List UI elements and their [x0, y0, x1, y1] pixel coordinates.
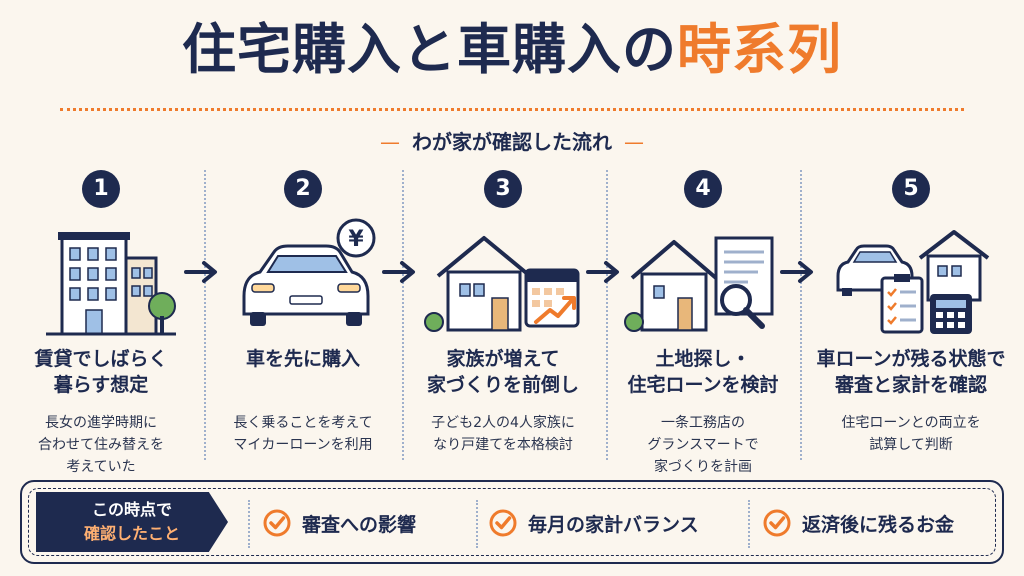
- step-number: 3: [484, 170, 522, 208]
- step-description: 長く乗ることを考えて マイカーローンを利用: [208, 412, 398, 456]
- step-separator: [402, 170, 404, 460]
- check-circle-icon: [489, 509, 517, 537]
- summary-box: この時点で 確認したこと 審査への影響 毎月の家計バランス 返済後に残るお金: [20, 480, 1004, 564]
- arrow-right-icon: [184, 261, 217, 283]
- subtitle-dash-right: —: [624, 130, 644, 154]
- summary-separator: [748, 500, 750, 548]
- step-description: 住宅ローンとの両立を 試算して判断: [806, 412, 1016, 456]
- check-item: 審査への影響: [262, 508, 416, 538]
- step-heading-line1: 家族が増えて: [446, 348, 560, 370]
- arrow-right-icon: [586, 261, 619, 283]
- step-desc-line1: 長く乗ることを考えて: [233, 415, 373, 431]
- step-separator: [204, 170, 206, 460]
- step-4: 4 土地探し・ 住宅ローンを検討 一条工務店の グランスマートで 家づくりを計画: [608, 170, 798, 478]
- step-heading-line1: 土地探し・: [655, 348, 751, 370]
- step-desc-line1: 住宅ローンとの両立を: [841, 415, 981, 431]
- arrow-right-icon: [382, 261, 415, 283]
- step-heading-line2: 家づくりを前倒し: [426, 374, 579, 396]
- step-heading: 家族が増えて 家づくりを前倒し: [408, 346, 598, 398]
- step-heading-line2: 暮らす想定: [53, 374, 149, 396]
- step-separator: [606, 170, 608, 460]
- arrow-right-icon: [780, 261, 813, 283]
- step-heading-line1: 車を先に購入: [245, 348, 360, 370]
- check-circle-icon: [263, 509, 291, 537]
- step-1: 1 賃貸でしばらく 暮らす想定 長女の進学時期に 合わせて: [6, 170, 196, 478]
- check-item: 返済後に残るお金: [762, 508, 954, 538]
- step-heading: 土地探し・ 住宅ローンを検討: [608, 346, 798, 398]
- summary-inner-border: [28, 488, 996, 556]
- check-item: 毎月の家計バランス: [488, 508, 699, 538]
- step-desc-line1: 長女の進学時期に: [45, 415, 157, 431]
- car-house-checklist-calculator-icon: [836, 230, 990, 334]
- subtitle-text: わが家が確認した流れ: [412, 130, 612, 154]
- step-number: 4: [684, 170, 722, 208]
- car-icon: ¥: [242, 218, 376, 326]
- step-2: 2 ¥ 車を先に購入 長く乗ることを考えて マイカーローンを利用: [208, 170, 398, 456]
- summary-separator: [476, 500, 478, 548]
- step-5: 5 車ローンが残る状態で 審査と家計を確認: [806, 170, 1016, 456]
- step-description: 子ども2人の4人家族に なり戸建てを本格検討: [408, 412, 598, 456]
- summary-tag-line1: この時点で: [91, 500, 172, 519]
- check-item-label: 審査への影響: [302, 513, 417, 536]
- subtitle-dash-left: —: [380, 130, 400, 154]
- step-description: 一条工務店の グランスマートで 家づくりを計画: [608, 412, 798, 478]
- step-3: 3 家族が増えて 家づくりを前倒し 子ども2人の4人家族に なり戸建てを本格検討: [408, 170, 598, 456]
- step-number: 1: [82, 170, 120, 208]
- step-number: 5: [892, 170, 930, 208]
- step-desc-line1: 子ども2人の4人家族に: [431, 415, 575, 431]
- step-desc-line2: なり戸建てを本格検討: [433, 437, 573, 453]
- title-divider: [60, 108, 964, 111]
- step-heading-line2: 審査と家計を確認: [834, 374, 987, 396]
- step-desc-line1: 一条工務店の: [661, 415, 745, 431]
- title-accent: 時系列: [677, 18, 842, 81]
- step-heading-line2: 住宅ローンを検討: [627, 374, 779, 396]
- yen-symbol: ¥: [348, 227, 364, 252]
- step-heading: 車ローンが残る状態で 審査と家計を確認: [806, 346, 1016, 398]
- title-main: 住宅購入と車購入の: [182, 18, 677, 81]
- page-title: 住宅購入と車購入の時系列: [0, 18, 1024, 82]
- step-desc-line3: 家づくりを計画: [654, 459, 752, 475]
- timeline: 1 賃貸でしばらく 暮らす想定 長女の進学時期に 合わせて: [0, 170, 1024, 475]
- step-desc-line2: 合わせて住み替えを: [38, 437, 164, 453]
- step-heading: 賃貸でしばらく 暮らす想定: [6, 346, 196, 398]
- apartment-building-icon: [46, 232, 176, 336]
- step-heading-line1: 賃貸でしばらく: [34, 348, 168, 370]
- step-description: 長女の進学時期に 合わせて住み替えを 考えていた: [6, 412, 196, 478]
- check-item-label: 毎月の家計バランス: [528, 513, 699, 536]
- step-desc-line2: マイカーローンを利用: [233, 437, 373, 453]
- subtitle: — わが家が確認した流れ —: [0, 126, 1024, 155]
- step-desc-line2: 試算して判断: [869, 437, 953, 453]
- summary-separator: [248, 500, 250, 548]
- summary-tag-line2: 確認したこと: [83, 524, 180, 543]
- step-desc-line2: グランスマートで: [647, 437, 759, 453]
- summary-tag: この時点で 確認したこと: [36, 492, 228, 552]
- step-number: 2: [284, 170, 322, 208]
- house-calendar-icon: [424, 236, 580, 332]
- step-separator: [800, 170, 802, 460]
- house-search-document-icon: [624, 236, 774, 332]
- check-item-label: 返済後に残るお金: [802, 513, 955, 536]
- check-circle-icon: [763, 509, 791, 537]
- step-desc-line3: 考えていた: [66, 459, 136, 475]
- step-heading-line1: 車ローンが残る状態で: [816, 348, 1006, 370]
- step-heading: 車を先に購入: [208, 346, 398, 372]
